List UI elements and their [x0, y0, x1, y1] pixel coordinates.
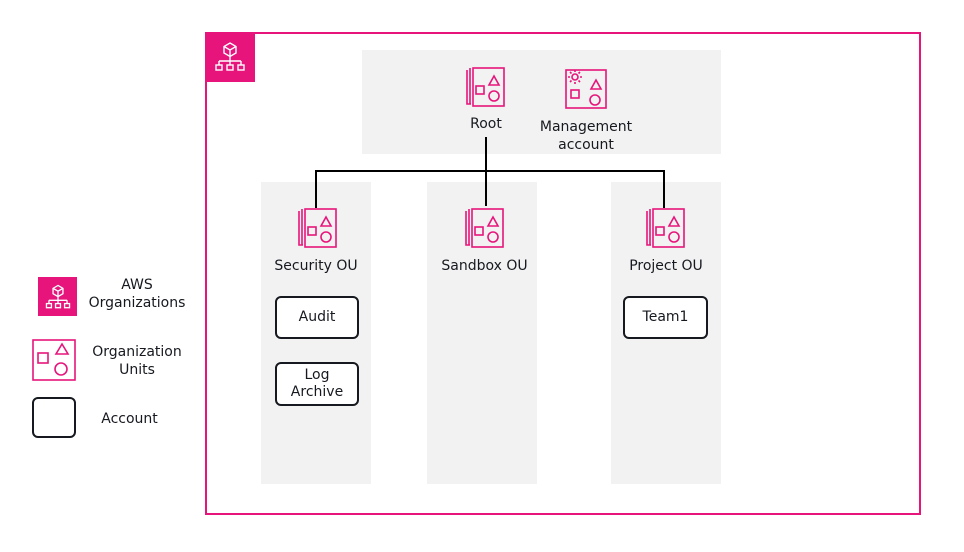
aws-organizations-icon	[38, 277, 77, 316]
root-label: Root	[470, 116, 502, 132]
aws-organizations-icon	[205, 32, 255, 82]
management-account-label-line2: account	[558, 137, 614, 153]
legend-organization-units-label: Organization Units	[82, 343, 192, 379]
organizational-unit-icon	[644, 207, 686, 249]
account-log-archive-line1: Log	[304, 367, 330, 383]
management-account-icon	[565, 68, 607, 110]
management-account-label: Management account	[526, 118, 646, 154]
organizational-unit-icon	[32, 339, 76, 381]
legend-account-label: Account	[101, 411, 158, 427]
project-ou-label: Project OU	[629, 258, 703, 274]
legend-aws-organizations-label: AWS Organizations	[82, 276, 192, 312]
legend-aws-organizations-line1: AWS	[121, 277, 153, 293]
account-log-archive-line2: Archive	[290, 384, 344, 400]
sandbox-ou-label: Sandbox OU	[441, 258, 528, 274]
organizational-unit-icon	[296, 207, 338, 249]
root-panel	[362, 50, 721, 154]
aws-organizations-boundary	[205, 32, 921, 515]
legend-organization-units-line1: Organization	[92, 344, 182, 360]
organizational-unit-icon	[464, 66, 506, 108]
organizational-unit-icon	[463, 207, 505, 249]
account-team1: Team1	[623, 296, 708, 339]
account-team1-label: Team1	[642, 309, 689, 325]
legend-aws-organizations-line2: Organizations	[88, 295, 186, 311]
security-ou-label: Security OU	[274, 258, 358, 274]
account-log-archive: Log Archive	[275, 362, 359, 406]
legend-account-box	[32, 397, 76, 438]
legend-organization-units-line2: Units	[119, 362, 155, 378]
account-audit-label: Audit	[298, 309, 336, 325]
management-account-label-line1: Management	[539, 119, 633, 135]
account-audit: Audit	[275, 296, 359, 339]
sandbox-ou-panel	[427, 182, 537, 484]
